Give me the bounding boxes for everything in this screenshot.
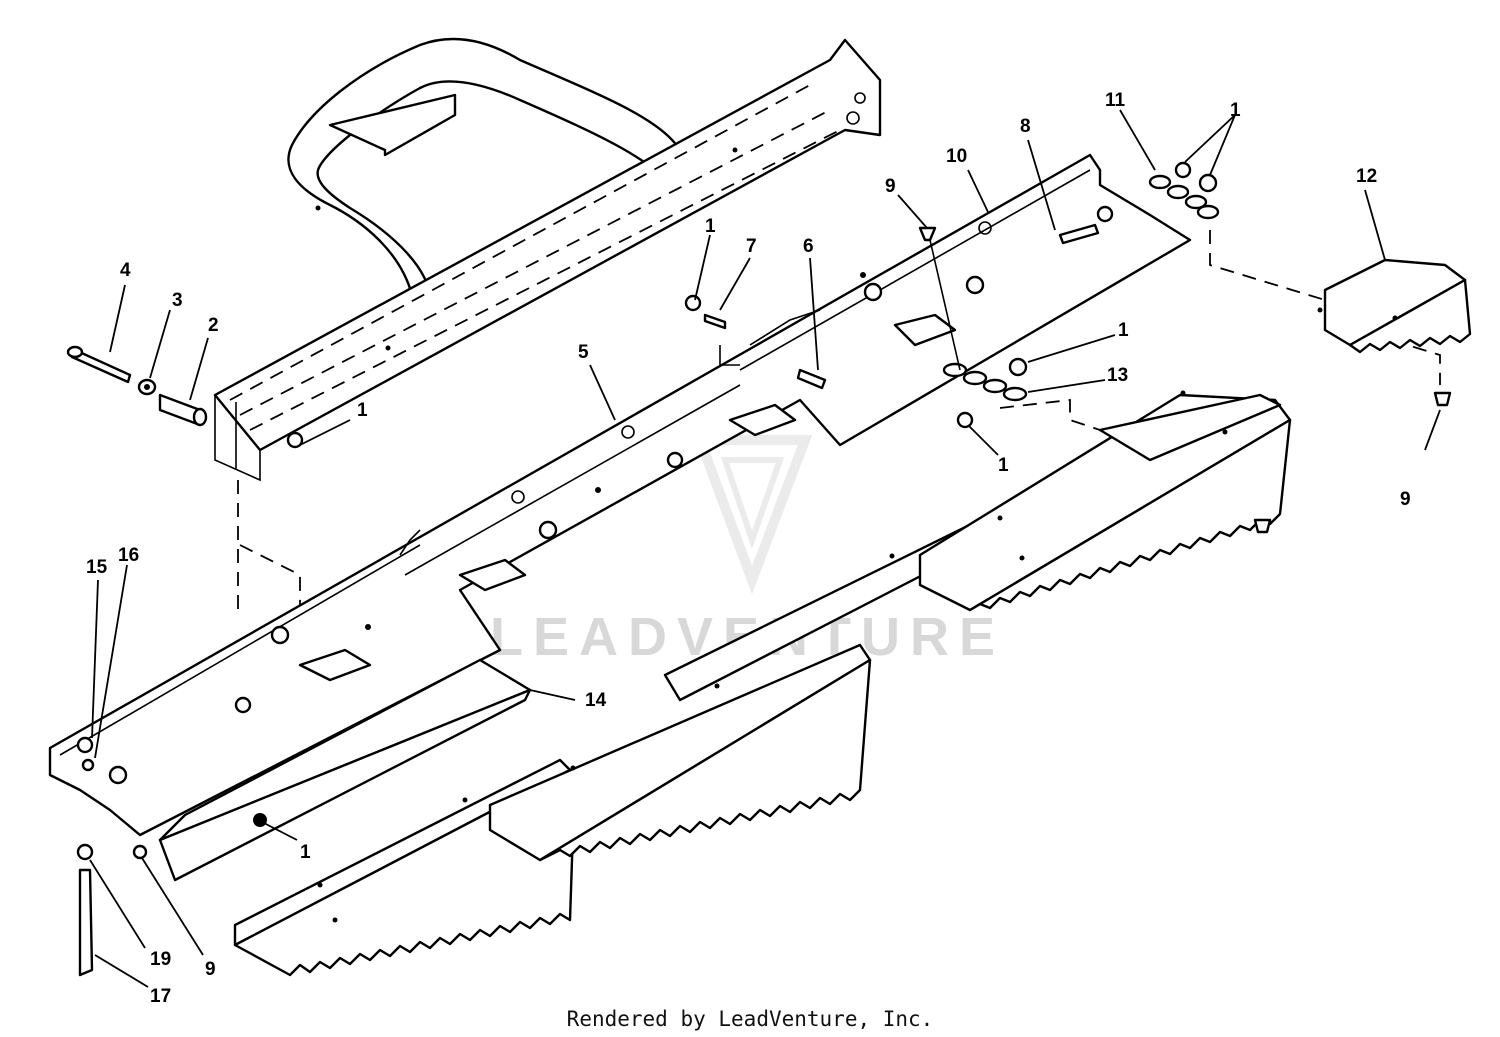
callout-7: 7 bbox=[746, 236, 757, 257]
serrated-blade-long bbox=[663, 393, 1292, 702]
callout-2: 2 bbox=[208, 315, 219, 336]
callout-1: 1 bbox=[300, 842, 311, 863]
callout-9: 9 bbox=[885, 176, 896, 197]
callout-1: 1 bbox=[998, 455, 1009, 476]
cutting-edge-strip bbox=[158, 658, 532, 882]
serrated-blade-upper bbox=[1098, 258, 1472, 462]
callout-13: 13 bbox=[1107, 365, 1128, 386]
callout-1: 1 bbox=[705, 216, 716, 237]
frame-rail bbox=[213, 38, 882, 482]
callout-5: 5 bbox=[578, 342, 589, 363]
callout-1: 1 bbox=[1230, 100, 1241, 121]
callout-14: 14 bbox=[585, 690, 607, 711]
callout-1: 1 bbox=[357, 400, 368, 421]
footer-credit: Rendered by LeadVenture, Inc. bbox=[567, 1007, 934, 1031]
latch-clips bbox=[298, 313, 957, 682]
callout-4: 4 bbox=[120, 260, 131, 281]
callout-17: 17 bbox=[150, 986, 171, 1007]
callout-8: 8 bbox=[1020, 116, 1031, 137]
callout-10: 10 bbox=[946, 146, 967, 167]
callout-15: 15 bbox=[86, 557, 108, 578]
callout-9: 9 bbox=[1400, 489, 1411, 510]
callout-1: 1 bbox=[1118, 320, 1129, 341]
callout-12: 12 bbox=[1356, 166, 1377, 187]
hardware bbox=[66, 161, 1452, 977]
serrated-blade-middle bbox=[488, 643, 872, 862]
callout-labels: 4 3 2 1 5 1 7 6 9 10 8 11 1 12 1 13 1 9 … bbox=[86, 90, 1411, 1007]
callout-3: 3 bbox=[172, 290, 183, 311]
mounting-holes bbox=[315, 147, 1398, 923]
watermark-logo bbox=[692, 435, 813, 595]
leader-lines bbox=[89, 109, 1441, 988]
callout-16: 16 bbox=[118, 545, 139, 566]
callout-11: 11 bbox=[1105, 90, 1126, 111]
chain bbox=[929, 174, 1220, 402]
callout-9: 9 bbox=[205, 959, 216, 980]
callout-6: 6 bbox=[803, 236, 814, 257]
callout-19: 19 bbox=[150, 949, 171, 970]
